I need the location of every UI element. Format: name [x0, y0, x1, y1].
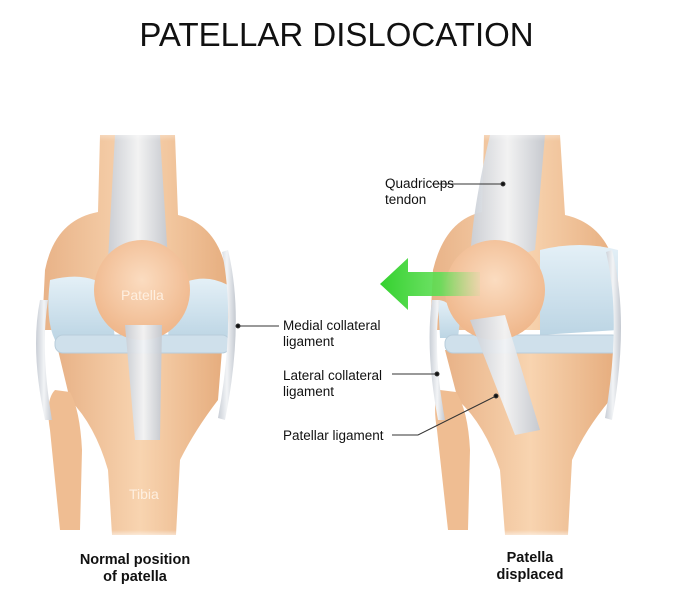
leader-lines	[235, 181, 506, 436]
callout-lateral-collateral-ligament: Lateral collateral ligament	[283, 368, 383, 399]
callout-medial-collateral-ligament: Medial collateral ligament	[283, 318, 381, 349]
tibia-label: Tibia	[129, 486, 159, 502]
callout-patellar-ligament: Patellar ligament	[283, 428, 384, 443]
callout-quadriceps-tendon: Quadriceps tendon	[385, 176, 455, 207]
right-knee-displaced	[429, 120, 621, 540]
caption-normal-position: Normal position of patella	[79, 552, 191, 585]
displacement-arrow-icon	[380, 258, 480, 310]
left-knee-normal	[36, 120, 236, 540]
page-title: PATELLAR DISLOCATION	[139, 16, 534, 53]
patella-label: Patella	[121, 287, 164, 303]
caption-patella-displaced: Patella displaced	[496, 550, 564, 583]
